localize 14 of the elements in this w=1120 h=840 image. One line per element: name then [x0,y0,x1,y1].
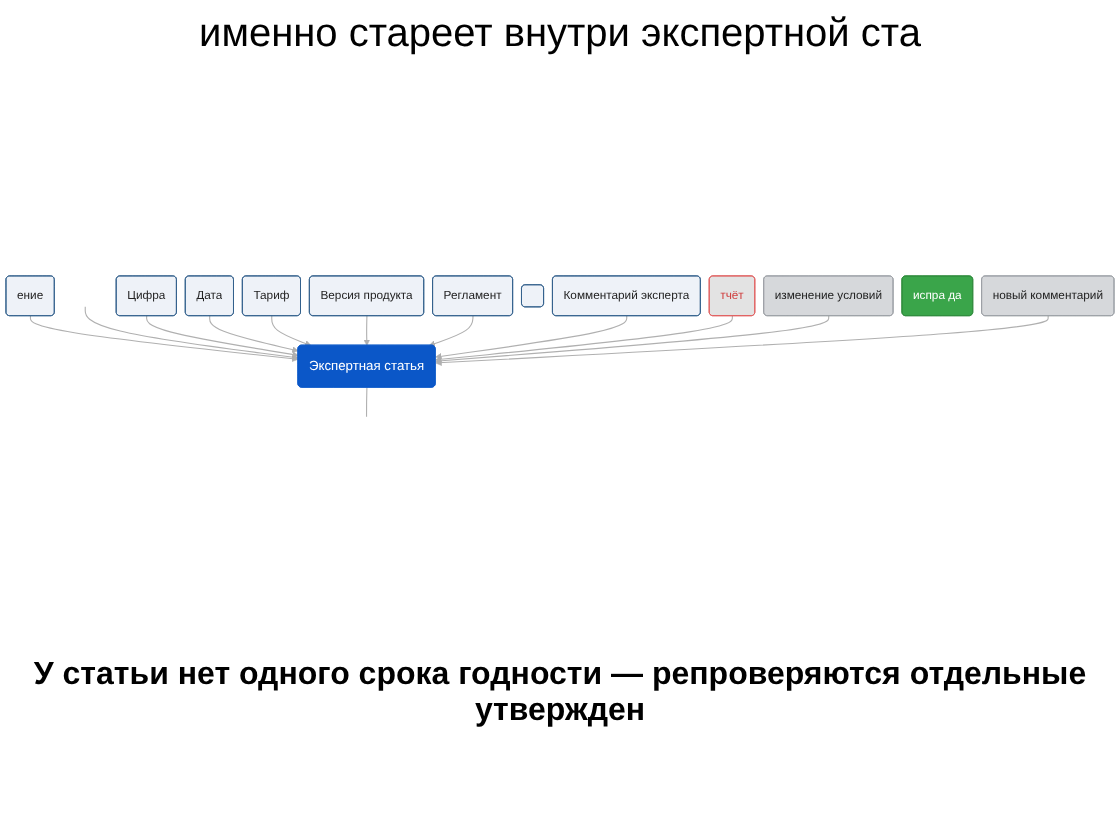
connector [366,387,368,418]
arrow [428,316,474,348]
caption: У статьи нет одного срока годности — репроверяются отдельные утвержден [31,658,1089,730]
arrow [146,316,299,359]
arrow [363,316,370,347]
title: именно стареет внутри экспертной ста [197,12,923,58]
arrow [84,306,299,361]
arrow [435,316,1049,367]
arrow [29,316,299,363]
arrow [435,316,628,361]
arrow [271,316,312,348]
arrow [435,316,733,364]
arrow [435,316,830,365]
arrow [209,316,299,354]
